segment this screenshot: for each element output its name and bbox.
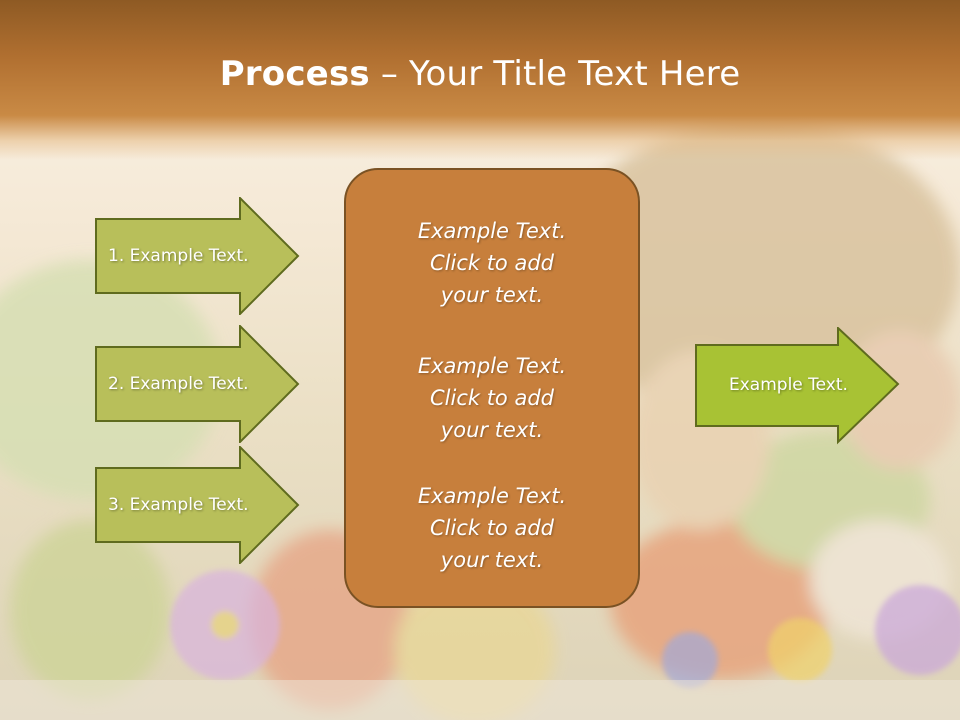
title-rest: – Your Title Text Here	[369, 54, 741, 94]
title-bold: Process	[219, 54, 370, 94]
arrow-label: 1. Example Text.	[108, 246, 249, 266]
center-line: your text.	[440, 418, 544, 442]
center-line: Click to add	[429, 251, 554, 275]
arrow-label: Example Text.	[729, 375, 848, 395]
center-line: Example Text.	[417, 484, 567, 508]
right-arrow[interactable]: Example Text.	[695, 327, 900, 445]
center-item-2: Example Text. Click to add your text.	[346, 350, 638, 446]
left-arrow-3[interactable]: 3. Example Text.	[95, 446, 300, 564]
center-line: Click to add	[429, 386, 554, 410]
title-bar	[0, 0, 960, 160]
left-arrow-1[interactable]: 1. Example Text.	[95, 197, 300, 315]
slide-title[interactable]: Process – Your Title Text Here	[0, 54, 960, 94]
center-item-3: Example Text. Click to add your text.	[346, 480, 638, 576]
arrow-label: 3. Example Text.	[108, 495, 249, 515]
arrow-shape	[95, 446, 300, 564]
center-item-1: Example Text. Click to add your text.	[346, 215, 638, 311]
arrow-shape	[95, 197, 300, 315]
center-line: Example Text.	[417, 219, 567, 243]
arrow-shape	[695, 327, 900, 445]
arrow-label: 2. Example Text.	[108, 374, 249, 394]
left-arrow-2[interactable]: 2. Example Text.	[95, 325, 300, 443]
center-line: Click to add	[429, 516, 554, 540]
center-line: your text.	[440, 548, 544, 572]
center-line: Example Text.	[417, 354, 567, 378]
arrow-shape	[95, 325, 300, 443]
center-text-box[interactable]: Example Text. Click to add your text. Ex…	[344, 168, 640, 608]
center-line: your text.	[440, 283, 544, 307]
